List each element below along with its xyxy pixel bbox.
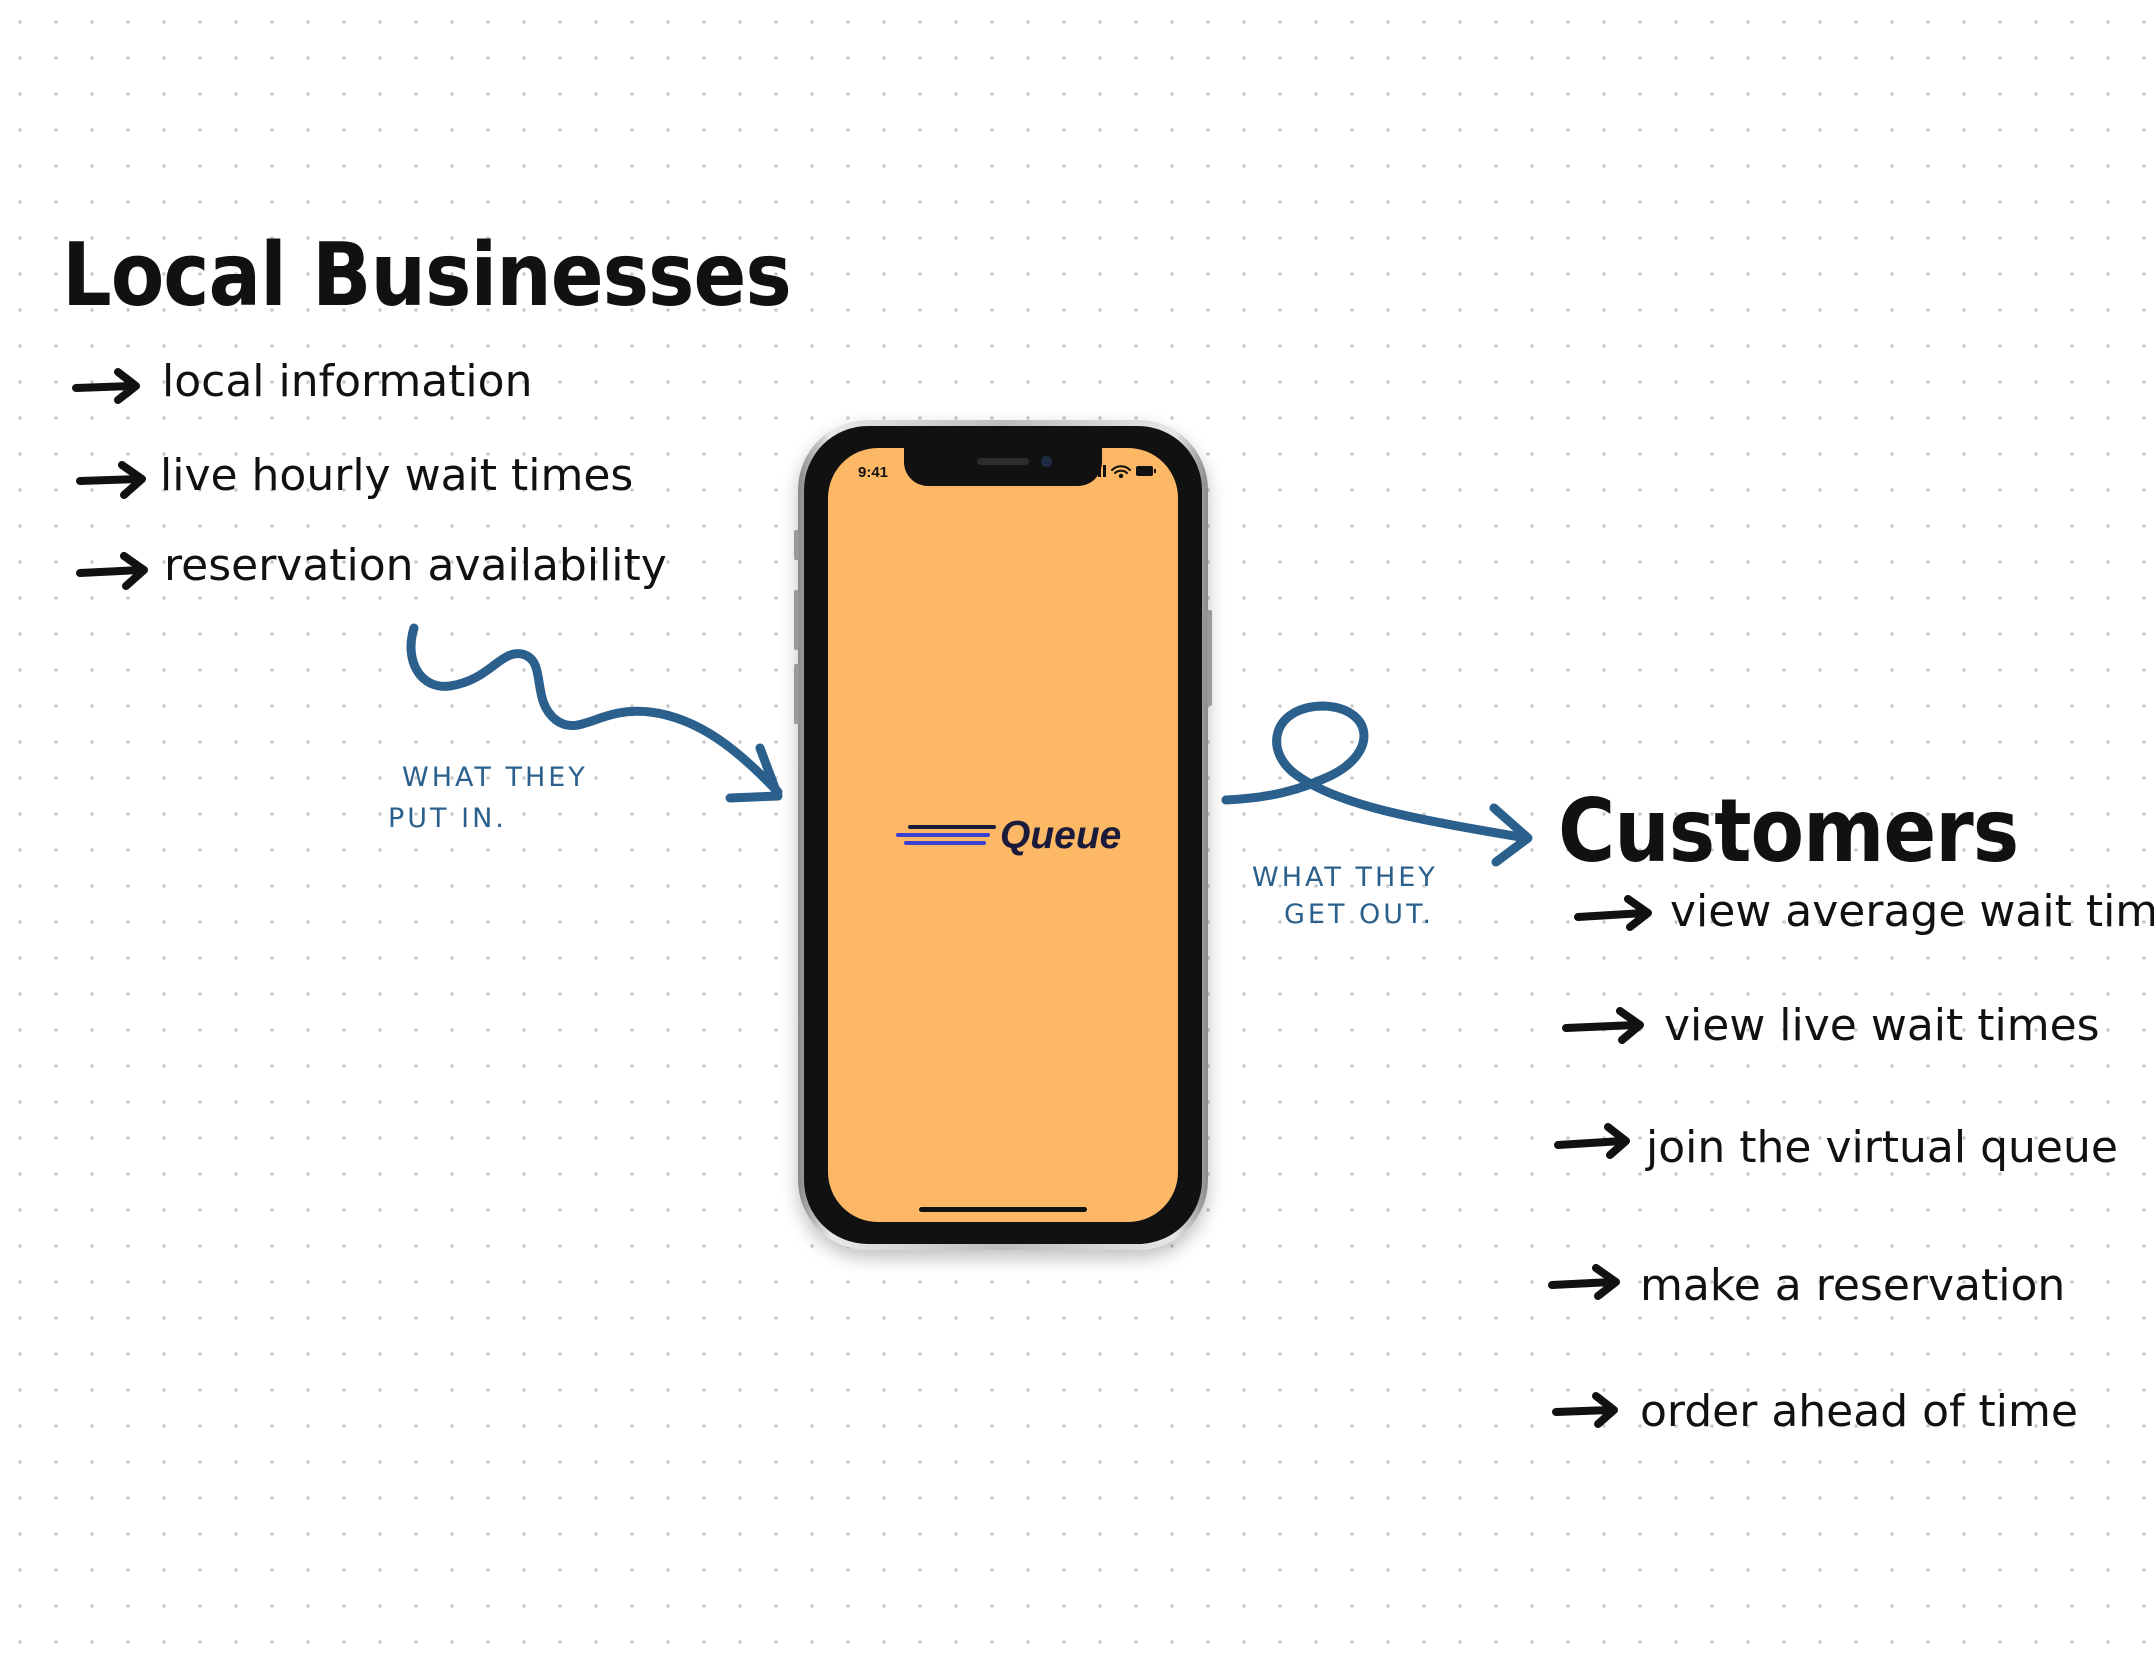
input-caption-line: WHAT THEY bbox=[402, 762, 588, 793]
queue-logo: Queue bbox=[896, 810, 1136, 862]
phone-bezel: 9:41 bbox=[804, 426, 1202, 1244]
front-camera-icon bbox=[1041, 456, 1052, 467]
arrow-bullet-icon bbox=[1552, 1392, 1618, 1428]
arrow-bullet-icon bbox=[76, 552, 148, 590]
arrow-bullet-icon bbox=[1554, 1123, 1630, 1159]
left-list-item: live hourly wait times bbox=[160, 450, 634, 501]
mute-switch bbox=[794, 530, 799, 560]
status-time: 9:41 bbox=[858, 464, 889, 481]
arrow-bullet-icon bbox=[1574, 895, 1652, 931]
phone-mockup: 9:41 bbox=[794, 420, 1212, 1250]
arrow-bullet-icon bbox=[72, 368, 140, 404]
power-button bbox=[1207, 610, 1212, 706]
arrow-bullet-icon bbox=[1562, 1007, 1644, 1044]
volume-up-button bbox=[794, 590, 799, 650]
left-bullet-arrows bbox=[72, 368, 148, 590]
input-caption: WHAT THEY PUT IN. bbox=[388, 760, 588, 836]
speed-lines-icon bbox=[896, 825, 996, 845]
status-icons bbox=[1088, 465, 1156, 478]
right-list-item: join the virtual queue bbox=[1646, 1122, 2118, 1173]
left-list-item: local information bbox=[162, 356, 533, 407]
wifi-icon bbox=[1111, 465, 1131, 478]
left-list-item: reservation availability bbox=[164, 540, 667, 591]
arrow-bullet-icon bbox=[76, 461, 146, 499]
output-arrow bbox=[1221, 701, 1533, 867]
right-bullet-arrows bbox=[1548, 895, 1652, 1428]
right-list-item: view live wait times bbox=[1664, 1000, 2100, 1051]
output-caption: WHAT THEY GET OUT. bbox=[1252, 860, 1438, 932]
signal-icon bbox=[1088, 465, 1106, 477]
phone-screen[interactable]: 9:41 bbox=[828, 448, 1178, 1222]
right-list-item: order ahead of time bbox=[1640, 1386, 2078, 1437]
home-indicator[interactable] bbox=[919, 1207, 1087, 1212]
phone-notch bbox=[904, 448, 1102, 486]
right-list-item: view average wait times bbox=[1670, 886, 2154, 937]
right-list-item: make a reservation bbox=[1640, 1260, 2066, 1311]
output-caption-line: GET OUT. bbox=[1284, 899, 1434, 931]
output-caption-line: WHAT THEY bbox=[1252, 862, 1438, 893]
app-name: Queue bbox=[1000, 814, 1122, 857]
input-caption-line: PUT IN. bbox=[388, 803, 507, 835]
local-businesses-heading: Local Businesses bbox=[62, 225, 792, 327]
arrow-bullet-icon bbox=[1548, 1264, 1620, 1300]
battery-icon bbox=[1136, 466, 1156, 476]
volume-down-button bbox=[794, 664, 799, 724]
customers-heading: Customers bbox=[1558, 781, 2019, 883]
speaker-grille bbox=[977, 458, 1029, 465]
